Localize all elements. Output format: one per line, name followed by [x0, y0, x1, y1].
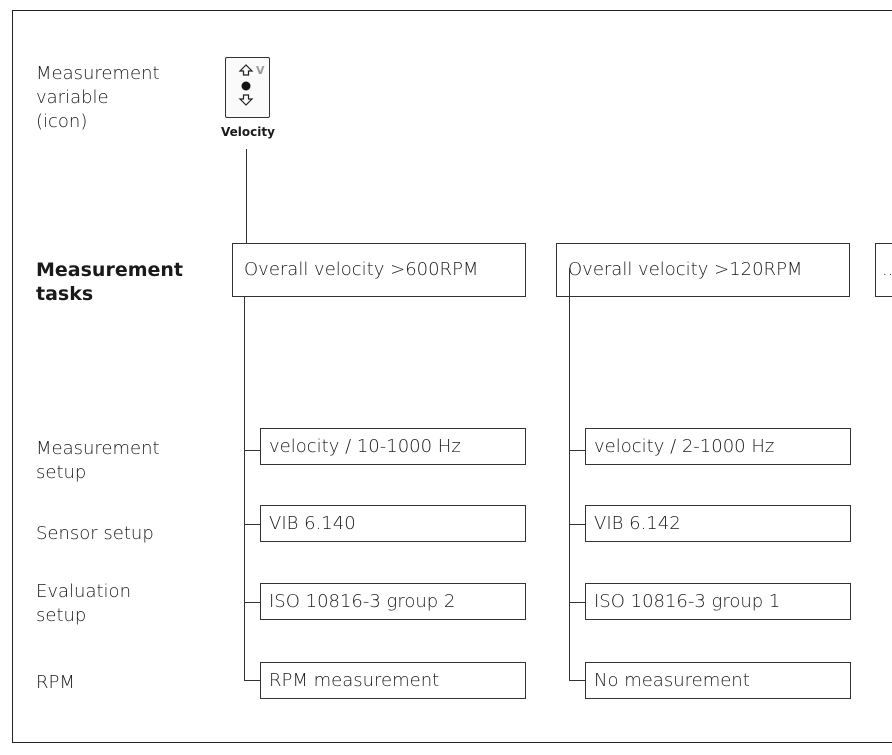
branch-line	[244, 450, 260, 451]
velocity-icon: V	[225, 57, 270, 118]
diagram-frame	[12, 10, 892, 743]
evaluation-setup-box-1[interactable]: ISO 10816-3 group 2	[260, 583, 526, 620]
velocity-icon-graphic: V	[238, 64, 265, 106]
label-line: Measurement	[36, 63, 160, 84]
label-line: Measurement	[36, 438, 160, 459]
icon-caption: Velocity	[221, 125, 275, 139]
task-box-3[interactable]: ...	[875, 243, 892, 297]
branch-line	[244, 524, 260, 525]
branch-line	[244, 680, 260, 681]
label-line: setup	[36, 462, 87, 483]
evaluation-setup-box-2[interactable]: ISO 10816-3 group 1	[585, 583, 851, 620]
down-arrow-icon	[238, 94, 254, 106]
label-line: Sensor setup	[36, 523, 154, 544]
branch-line	[569, 680, 585, 681]
label-line: setup	[36, 605, 87, 626]
dot-icon	[241, 81, 251, 91]
label-line: tasks	[36, 283, 94, 305]
branch-line	[569, 524, 585, 525]
label-line: (icon)	[36, 111, 88, 132]
corner-letter: V	[256, 64, 265, 77]
measurement-setup-box-2[interactable]: velocity / 2-1000 Hz	[585, 428, 851, 465]
label-measurement-variable: Measurement variable (icon)	[36, 62, 160, 134]
label-measurement-setup: Measurement setup	[36, 437, 160, 485]
branch-line	[569, 450, 585, 451]
sensor-setup-box-1[interactable]: VIB 6.140	[260, 505, 526, 542]
tree-trunk-2	[569, 268, 570, 681]
label-rpm: RPM	[36, 671, 75, 695]
label-line: variable	[36, 87, 109, 108]
rpm-box-1[interactable]: RPM measurement	[260, 662, 526, 699]
label-line: Measurement	[36, 259, 183, 281]
tree-trunk-1	[244, 297, 245, 681]
task-box-1[interactable]: Overall velocity >600RPM	[232, 243, 526, 297]
label-measurement-tasks: Measurement tasks	[36, 258, 183, 306]
rpm-box-2[interactable]: No measurement	[585, 662, 851, 699]
connector-line	[246, 149, 247, 243]
measurement-setup-box-1[interactable]: velocity / 10-1000 Hz	[260, 428, 526, 465]
task-box-2[interactable]: Overall velocity >120RPM	[556, 243, 850, 297]
sensor-setup-box-2[interactable]: VIB 6.142	[585, 505, 851, 542]
label-evaluation-setup: Evaluation setup	[36, 580, 131, 628]
label-line: Evaluation	[36, 581, 131, 602]
up-arrow-icon	[238, 64, 254, 76]
label-line: RPM	[36, 672, 75, 693]
branch-line	[244, 602, 260, 603]
branch-line	[569, 602, 585, 603]
label-sensor-setup: Sensor setup	[36, 522, 154, 546]
